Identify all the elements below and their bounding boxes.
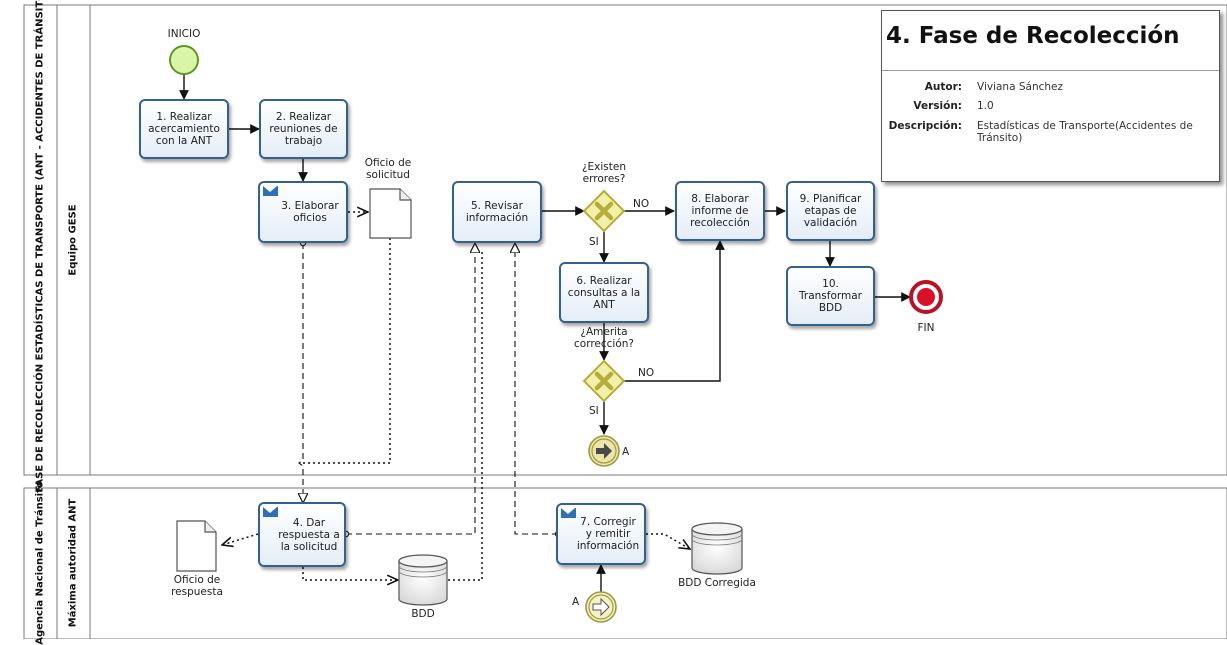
doc-response-label: Oficio de respuesta — [171, 574, 223, 598]
assoc-docrequest-flow — [303, 238, 391, 464]
db-corrected-label: BDD Corregida — [678, 577, 756, 589]
gateway-1-question: ¿Existen errores? — [581, 161, 627, 185]
doc-oficio-solicitud — [369, 188, 412, 239]
assoc-t4-docresponse — [222, 533, 259, 545]
assoc-t4-db — [302, 567, 398, 580]
gateway-2-no: NO — [638, 367, 655, 379]
version-key: Versión: — [913, 100, 962, 112]
doc-oficio-respuesta — [176, 520, 217, 572]
task-4-label: 4. Dar respuesta a la solicitud — [278, 516, 340, 553]
db-label: BDD — [411, 608, 435, 620]
message-t3-t4 — [299, 243, 303, 502]
info-divider — [882, 70, 1219, 71]
task-4[interactable]: 4. Dar respuesta a la solicitud — [258, 502, 346, 567]
envelope-icon — [561, 508, 576, 518]
pool-bottom-label: Agencia Nacional de Tránsito — [34, 481, 46, 645]
task-3-label: 3. Elaborar oficios — [281, 200, 339, 224]
task-9-label: 9. Planificar etapas de validación — [799, 193, 862, 229]
flow-g2-t8 — [624, 240, 725, 382]
task-3[interactable]: 3. Elaborar oficios — [258, 181, 348, 243]
message-t4-t5 — [346, 244, 475, 534]
author-value: Viviana Sánchez — [977, 81, 1064, 93]
task-10[interactable]: 10. Transformar BDD — [786, 266, 875, 326]
start-label: INICIO — [167, 28, 201, 40]
link-event-in-a — [585, 591, 617, 623]
task-1-label: 1. Realizar acercamiento con la ANT — [148, 111, 220, 147]
task-10-label: 10. Transformar BDD — [799, 278, 862, 314]
gateway-2-question: ¿Amerita corrección? — [574, 326, 634, 350]
link-event-out-a — [588, 435, 620, 467]
gateway-1-no: NO — [633, 198, 650, 210]
version-value: 1.0 — [977, 100, 994, 112]
pool-top-label: FASE DE RECOLECCIÓN ESTADÍSTICAS DE TRAN… — [34, 0, 46, 493]
doc-request-label: Oficio de solicitud — [364, 157, 412, 181]
lane-bottom-label: Máxima autoridad ANT — [67, 498, 79, 628]
message-t7-t5 — [515, 244, 558, 534]
task-5-label: 5. Revisar información — [465, 200, 529, 224]
task-7[interactable]: 7. Corregir y remitir información — [556, 503, 646, 565]
task-2[interactable]: 2. Realizar reuniones de trabajo — [259, 99, 348, 159]
envelope-icon — [263, 186, 278, 196]
gateway-2-si: SI — [589, 405, 599, 417]
envelope-icon — [263, 507, 278, 517]
info-box: 4. Fase de Recolección Autor: Viviana Sá… — [881, 10, 1220, 182]
task-7-label: 7. Corregir y remitir información — [576, 516, 640, 552]
diagram-title: 4. Fase de Recolección — [886, 23, 1180, 49]
lane-top-label: Equipo GESE — [67, 204, 79, 276]
link-in-label: A — [572, 596, 580, 608]
assoc-t7-dbcorrected — [646, 533, 690, 549]
task-6-label: 6. Realizar consultas a la ANT — [567, 274, 641, 311]
link-out-label: A — [622, 446, 630, 458]
end-label: FIN — [917, 322, 935, 334]
datastore-bdd-corregida — [691, 522, 743, 575]
task-8[interactable]: 8. Elaborar informe de recolección — [675, 181, 765, 241]
gateway-existen-errores — [582, 189, 626, 233]
gateway-amerita-correccion — [582, 359, 626, 403]
task-1[interactable]: 1. Realizar acercamiento con la ANT — [139, 99, 229, 159]
description-key: Descripción: — [888, 120, 962, 132]
author-key: Autor: — [924, 81, 962, 93]
start-event — [169, 45, 199, 75]
task-5[interactable]: 5. Revisar información — [452, 181, 542, 243]
gateway-1-si: SI — [589, 236, 599, 248]
datastore-bdd — [398, 554, 448, 606]
assoc-db-t5 — [448, 250, 483, 581]
task-9[interactable]: 9. Planificar etapas de validación — [786, 181, 875, 241]
task-8-label: 8. Elaborar informe de recolección — [690, 193, 750, 229]
task-2-label: 2. Realizar reuniones de trabajo — [269, 111, 338, 147]
description-value: Estadísticas de Transporte(Accidentes de… — [977, 120, 1193, 144]
task-6[interactable]: 6. Realizar consultas a la ANT — [559, 262, 649, 323]
